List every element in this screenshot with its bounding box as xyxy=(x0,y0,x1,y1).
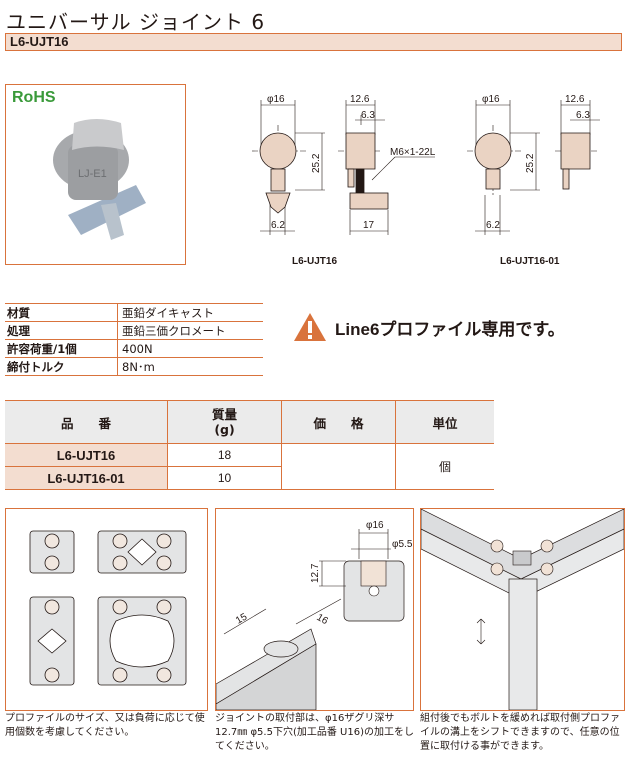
dim-height-1: 25.2 xyxy=(311,153,322,173)
svg-text:LJ-E1: LJ-E1 xyxy=(78,168,107,180)
spec-row: 処理亜鉛三価クロメート xyxy=(5,321,263,340)
profile-cross-sections xyxy=(29,530,187,686)
mounting-hole-panel: φ16 φ5.5 12.7 15 16 xyxy=(215,508,414,711)
dim-dia-1: φ16 xyxy=(267,94,285,105)
model-bar: L6-UJT16 xyxy=(5,33,622,51)
price-cell xyxy=(281,443,396,490)
dim-15: 15 xyxy=(234,611,250,626)
spec-row: 材質亜鉛ダイキャスト xyxy=(5,303,263,322)
caption-1: プロファイルのサイズ、又は負荷に応じて使用個数を考慮してください。 xyxy=(5,713,205,738)
dim-nut-1: 17 xyxy=(363,220,375,231)
dim-neck-2: 6.2 xyxy=(486,220,500,231)
col-unit: 単位 xyxy=(395,400,494,444)
drawing-label-1: L6-UJT16 xyxy=(292,256,337,267)
dim-half-2: 6.3 xyxy=(576,110,590,121)
warning-note: Line6プロファイル専用です。 xyxy=(293,312,565,342)
dim-depth: 12.7 xyxy=(310,563,321,583)
dim-neck-1: 6.2 xyxy=(271,220,285,231)
dim-dia-2: φ16 xyxy=(482,94,500,105)
dimension-drawings: φ16 12.6 6.3 25.2 6.2 M6×1-22L 17 φ16 12… xyxy=(252,94,600,267)
dim-bolt-1: M6×1-22L xyxy=(390,147,436,158)
dim-height-2: 25.2 xyxy=(525,153,536,173)
col-part: 品 番 xyxy=(5,400,168,444)
dim-pilot-hole: φ5.5 xyxy=(392,539,413,550)
col-mass: 質量 (g) xyxy=(167,400,282,444)
profile-sizes-panel xyxy=(5,508,208,711)
joint-photo-illustration: LJ-E1 xyxy=(53,119,146,240)
dim-half-1: 6.3 xyxy=(361,110,375,121)
page-title: ユニバーサル ジョイント 6 xyxy=(6,10,266,34)
product-table: 品 番 質量 (g) 価 格 単位 L6-UJT16 18 個 L6-UJT16… xyxy=(5,400,494,490)
assembly-illustration xyxy=(421,509,624,710)
caption-2: ジョイントの取付部は、φ16ザグリ深サ12.7㎜ φ5.5下穴(加工品番 U16… xyxy=(215,713,414,752)
unit-cell: 個 xyxy=(395,443,494,490)
col-price: 価 格 xyxy=(281,400,396,444)
warning-icon xyxy=(294,313,326,341)
dim-width-1: 12.6 xyxy=(350,94,370,105)
dim-width-2: 12.6 xyxy=(565,94,585,105)
drawing-label-2: L6-UJT16-01 xyxy=(500,256,560,267)
rohs-badge: RoHS xyxy=(12,89,56,106)
dim-16: 16 xyxy=(315,612,331,627)
mounting-hole-drawing: φ16 φ5.5 12.7 15 16 xyxy=(216,520,413,710)
assembly-panel xyxy=(420,508,625,711)
table-row: L6-UJT16-01 10 xyxy=(5,466,494,490)
table-row: L6-UJT16 18 個 xyxy=(5,443,494,490)
product-photo: RoHS LJ-E1 xyxy=(5,84,186,265)
caption-3: 組付後でもボルトを緩めれば取付側プロファイルの溝上をシフトできますので、任意の位… xyxy=(420,713,620,752)
dim-counterbore: φ16 xyxy=(366,520,384,531)
